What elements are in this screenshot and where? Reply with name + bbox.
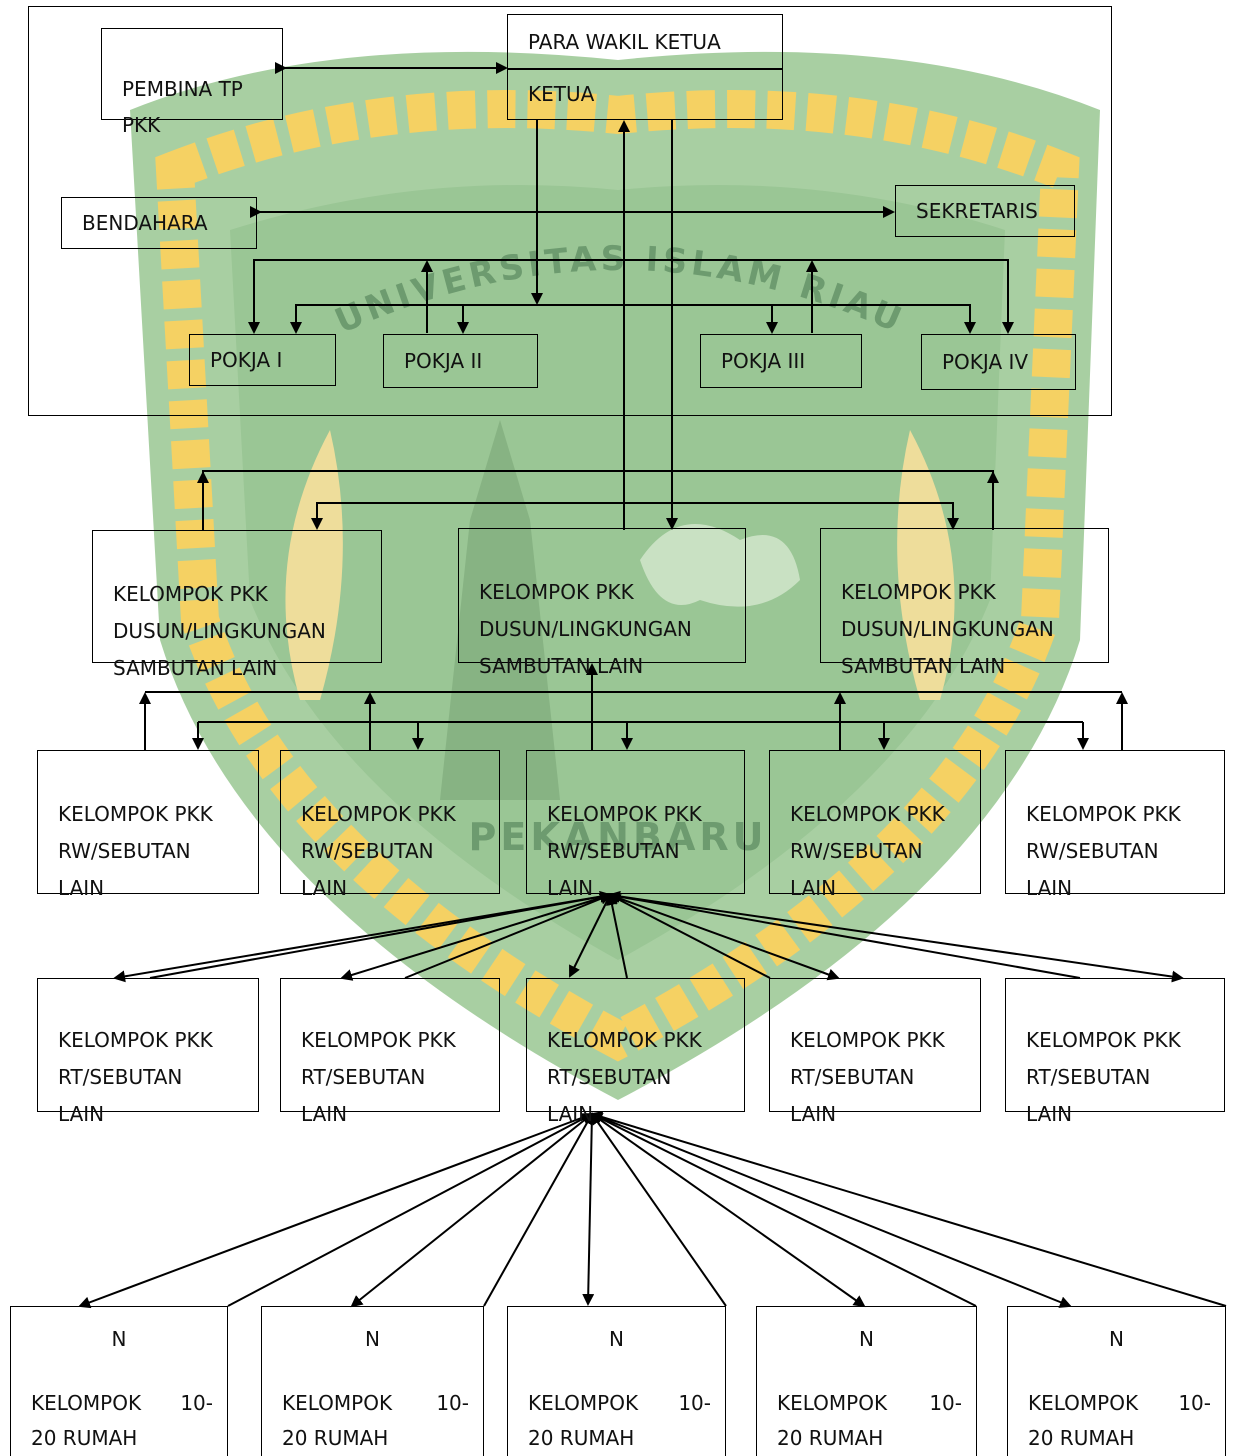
dusun-group-label: KELOMPOK PKK DUSUN/LINGKUNGAN SAMBUTAN L…	[479, 580, 692, 678]
rumah-group-line1a: KELOMPOK	[528, 1391, 639, 1415]
rope-border	[155, 90, 1080, 1062]
rt-rumah-connector	[78, 1113, 593, 1309]
rumah-group-line1b: 10-	[180, 1391, 213, 1415]
pokja-4-label: POKJA IV	[942, 349, 1029, 374]
rw-rt-connector	[113, 894, 611, 983]
rumah-group-line1b: 10-	[929, 1391, 962, 1415]
rw-group-box: KELOMPOK PKK RW/SEBUTAN LAIN	[526, 750, 745, 900]
sekretaris-box: SEKRETARIS	[895, 185, 1075, 237]
sekretaris-label: SEKRETARIS	[916, 198, 1038, 223]
rumah-group-n: N	[111, 1327, 127, 1351]
leaf-decoration	[285, 430, 343, 700]
rt-group-label: KELOMPOK PKK RT/SEBUTAN LAIN	[547, 1028, 702, 1126]
rw-group-label: KELOMPOK PKK RW/SEBUTAN LAIN	[301, 802, 456, 900]
rw-group-box: KELOMPOK PKK RW/SEBUTAN LAIN	[769, 750, 981, 900]
rumah-group-line2: 20 RUMAH	[282, 1426, 389, 1450]
rumah-group-box: N KELOMPOK 10- 20 RUMAH	[756, 1306, 977, 1456]
rt-group-label: KELOMPOK PKK RT/SEBUTAN LAIN	[790, 1028, 945, 1126]
wakil-ketua-label: PARA WAKIL KETUA	[528, 29, 721, 54]
pokja-2-label: POKJA II	[404, 348, 483, 373]
rumah-group-box: N KELOMPOK 10- 20 RUMAH	[261, 1306, 484, 1456]
rw-group-label: KELOMPOK PKK RW/SEBUTAN LAIN	[1026, 802, 1181, 900]
dusun-inner-bus	[316, 502, 954, 527]
rw-group-label: KELOMPOK PKK RW/SEBUTAN LAIN	[547, 802, 702, 900]
rt-group-box: KELOMPOK PKK RT/SEBUTAN LAIN	[37, 978, 259, 1126]
rw-group-box: KELOMPOK PKK RW/SEBUTAN LAIN	[280, 750, 500, 900]
rumah-group-box: N KELOMPOK 10- 20 RUMAH	[507, 1306, 726, 1456]
rumah-group-line1b: 10-	[678, 1391, 711, 1415]
dusun-group-label: KELOMPOK PKK DUSUN/LINGKUNGAN SAMBUTAN L…	[113, 582, 326, 680]
rumah-group-line2: 20 RUMAH	[528, 1426, 635, 1450]
rumah-group-n: N	[1109, 1327, 1124, 1351]
rumah-group-line1a: KELOMPOK	[1028, 1391, 1139, 1415]
rumah-group-line1b: 10-	[436, 1391, 469, 1415]
dusun-group-box: KELOMPOK PKK DUSUN/LINGKUNGAN SAMBUTAN L…	[458, 528, 746, 678]
pokja-4-box: POKJA IV	[921, 334, 1076, 390]
rumah-group-box: N KELOMPOK 10- 20 RUMAH	[1007, 1306, 1226, 1456]
dusun-group-box: KELOMPOK PKK DUSUN/LINGKUNGAN SAMBUTAN L…	[92, 530, 382, 680]
rumah-group-line1a: KELOMPOK	[31, 1391, 142, 1415]
rumah-group-line1a: KELOMPOK	[777, 1391, 888, 1415]
rumah-group-n: N	[859, 1327, 874, 1351]
rt-group-box: KELOMPOK PKK RT/SEBUTAN LAIN	[769, 978, 981, 1126]
dusun-outer-bus	[202, 470, 994, 530]
rw-group-label: KELOMPOK PKK RW/SEBUTAN LAIN	[790, 802, 945, 900]
rumah-group-box: N KELOMPOK 10- 20 RUMAH	[10, 1306, 228, 1456]
ketua-box: KETUA	[507, 68, 783, 120]
rumah-group-line2: 20 RUMAH	[1028, 1426, 1135, 1450]
pokja-2-box: POKJA II	[383, 334, 538, 388]
rw-group-box: KELOMPOK PKK RW/SEBUTAN LAIN	[37, 750, 259, 900]
leaf-decoration	[897, 430, 955, 700]
rw-group-label: KELOMPOK PKK RW/SEBUTAN LAIN	[58, 802, 213, 900]
pokja-3-label: POKJA III	[721, 348, 806, 373]
pokja-lower-bus	[295, 304, 971, 330]
bendahara-label: BENDAHARA	[82, 210, 208, 235]
rumah-group-line1a: KELOMPOK	[282, 1391, 393, 1415]
bendahara-box: BENDAHARA	[61, 197, 257, 249]
rumah-group-line1b: 10-	[1178, 1391, 1211, 1415]
cloud-shape	[640, 524, 800, 607]
rumah-group-line2: 20 RUMAH	[31, 1426, 138, 1450]
rw-group-box: KELOMPOK PKK RW/SEBUTAN LAIN	[1005, 750, 1225, 900]
dusun-group-label: KELOMPOK PKK DUSUN/LINGKUNGAN SAMBUTAN L…	[841, 580, 1054, 678]
rt-group-box: KELOMPOK PKK RT/SEBUTAN LAIN	[526, 978, 745, 1126]
pokja-upper-bus	[253, 259, 1009, 330]
pembina-box: PEMBINA TP PKK	[101, 28, 283, 137]
pembina-label: PEMBINA TP PKK	[122, 77, 243, 137]
top-level-frame	[28, 6, 1112, 416]
rumah-group-n: N	[609, 1327, 624, 1351]
pokja-3-box: POKJA III	[700, 334, 862, 388]
inner-shield	[230, 185, 1005, 960]
rt-group-box: KELOMPOK PKK RT/SEBUTAN LAIN	[280, 978, 500, 1126]
rt-group-label: KELOMPOK PKK RT/SEBUTAN LAIN	[1026, 1028, 1181, 1126]
dusun-group-box: KELOMPOK PKK DUSUN/LINGKUNGAN SAMBUTAN L…	[820, 528, 1109, 678]
emblem-bottom-text: PEKANBARU	[469, 815, 768, 859]
rt-group-label: KELOMPOK PKK RT/SEBUTAN LAIN	[301, 1028, 456, 1126]
monument-shape	[440, 420, 560, 800]
pokja-1-label: POKJA I	[210, 347, 283, 372]
rumah-group-n: N	[365, 1327, 380, 1351]
rt-group-box: KELOMPOK PKK RT/SEBUTAN LAIN	[1005, 978, 1225, 1126]
ketua-label: KETUA	[528, 81, 595, 106]
rumah-group-line2: 20 RUMAH	[777, 1426, 884, 1450]
pokja-1-box: POKJA I	[189, 334, 336, 386]
wakil-ketua-box: PARA WAKIL KETUA	[507, 14, 783, 70]
rt-group-label: KELOMPOK PKK RT/SEBUTAN LAIN	[58, 1028, 213, 1126]
